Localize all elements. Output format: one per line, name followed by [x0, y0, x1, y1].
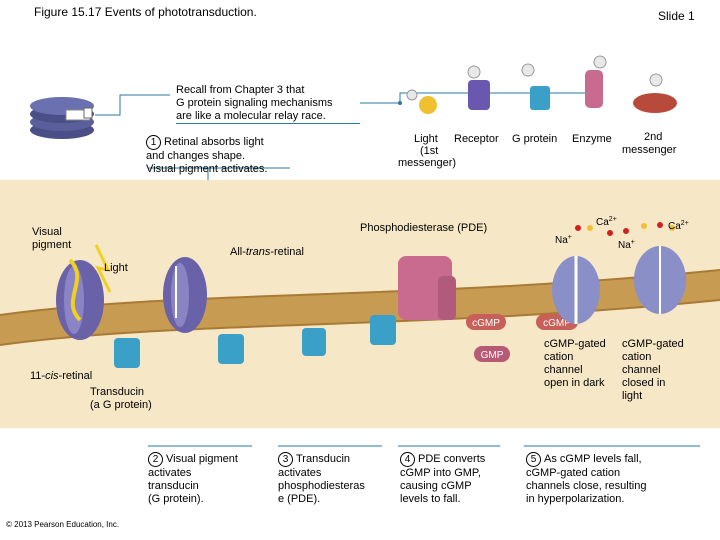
gmp-text: GMP: [481, 350, 504, 361]
channel-open: [552, 256, 600, 324]
relay-race-figures: [406, 55, 677, 114]
relay-second-messenger-2: messenger: [622, 144, 677, 156]
gmp-pill: GMP: [474, 346, 510, 362]
visual-pigment-2: [163, 257, 207, 333]
transducin-label: Transducin (a G protein): [90, 386, 152, 412]
visual-pigment-label: Visual pigment: [32, 226, 71, 252]
visual-pigment-line-1: Visual: [32, 226, 62, 238]
relay-receptor-label: Receptor: [454, 133, 499, 145]
recall-line-2: G protein signaling mechanisms: [176, 97, 333, 109]
visual-pigment-1: [56, 258, 104, 340]
step-1-line-1: Retinal absorbs light: [164, 136, 264, 148]
ions: [575, 222, 675, 236]
channel-closed: [634, 246, 686, 314]
all-trans-retinal-label: All-trans-retinal: [230, 246, 304, 258]
figure-title: Figure 15.17 Events of phototransduction…: [34, 5, 257, 19]
ca-label-1: Ca2+: [596, 216, 617, 228]
recall-text: Recall from Chapter 3 that G protein sig…: [176, 84, 360, 124]
relay-first-messenger: (1st: [420, 145, 439, 157]
ca-label-2: Ca2+: [668, 220, 689, 232]
transducin-line-2: (a G protein): [90, 399, 152, 411]
recall-line-3: are like a molecular relay race.: [176, 110, 326, 122]
step-4-number: 4: [400, 452, 415, 467]
recall-line-1: Recall from Chapter 3 that: [176, 84, 305, 96]
na-label-1: Na+: [555, 234, 572, 246]
closed-channel-label: cGMP-gated cation channel closed in ligh…: [622, 338, 684, 402]
open-channel-label: cGMP-gated cation channel open in dark: [544, 338, 606, 389]
step-1-line-2: and changes shape.: [146, 150, 246, 162]
transducin-shapes: [114, 315, 396, 368]
relay-light-label: Light: [414, 133, 438, 145]
pde-enzyme: [398, 256, 456, 320]
relay-gprotein-label: G protein: [512, 133, 558, 145]
pde-label: Phosphodiesterase (PDE): [360, 222, 488, 234]
relay-enzyme-label: Enzyme: [572, 133, 612, 145]
step-2-number: 2: [148, 452, 163, 467]
cis-retinal-label: 11-cis-retinal: [30, 370, 93, 382]
disc-stack: [30, 97, 94, 139]
light-label: Light: [104, 262, 128, 274]
step-1-line-3: Visual pigment activates.: [146, 163, 268, 175]
na-label-2: Na+: [618, 239, 635, 251]
light-arrow: [94, 244, 112, 293]
step-5-number: 5: [526, 452, 541, 467]
step-1-number: 1: [146, 135, 161, 150]
copyright: © 2013 Pearson Education, Inc.: [6, 520, 120, 529]
visual-pigment-line-2: pigment: [32, 239, 72, 251]
relay-first-messenger-2: messenger): [398, 157, 457, 169]
cgmp-text-1: cGMP: [472, 318, 500, 329]
slide-number: Slide 1: [658, 9, 695, 23]
cgmp-pill-1: cGMP: [466, 314, 506, 330]
relay-second-messenger: 2nd: [644, 131, 663, 143]
transducin-line-1: Transducin: [90, 386, 145, 398]
step-3-number: 3: [278, 452, 293, 467]
cgmp-text-2: cGMP: [543, 318, 571, 329]
